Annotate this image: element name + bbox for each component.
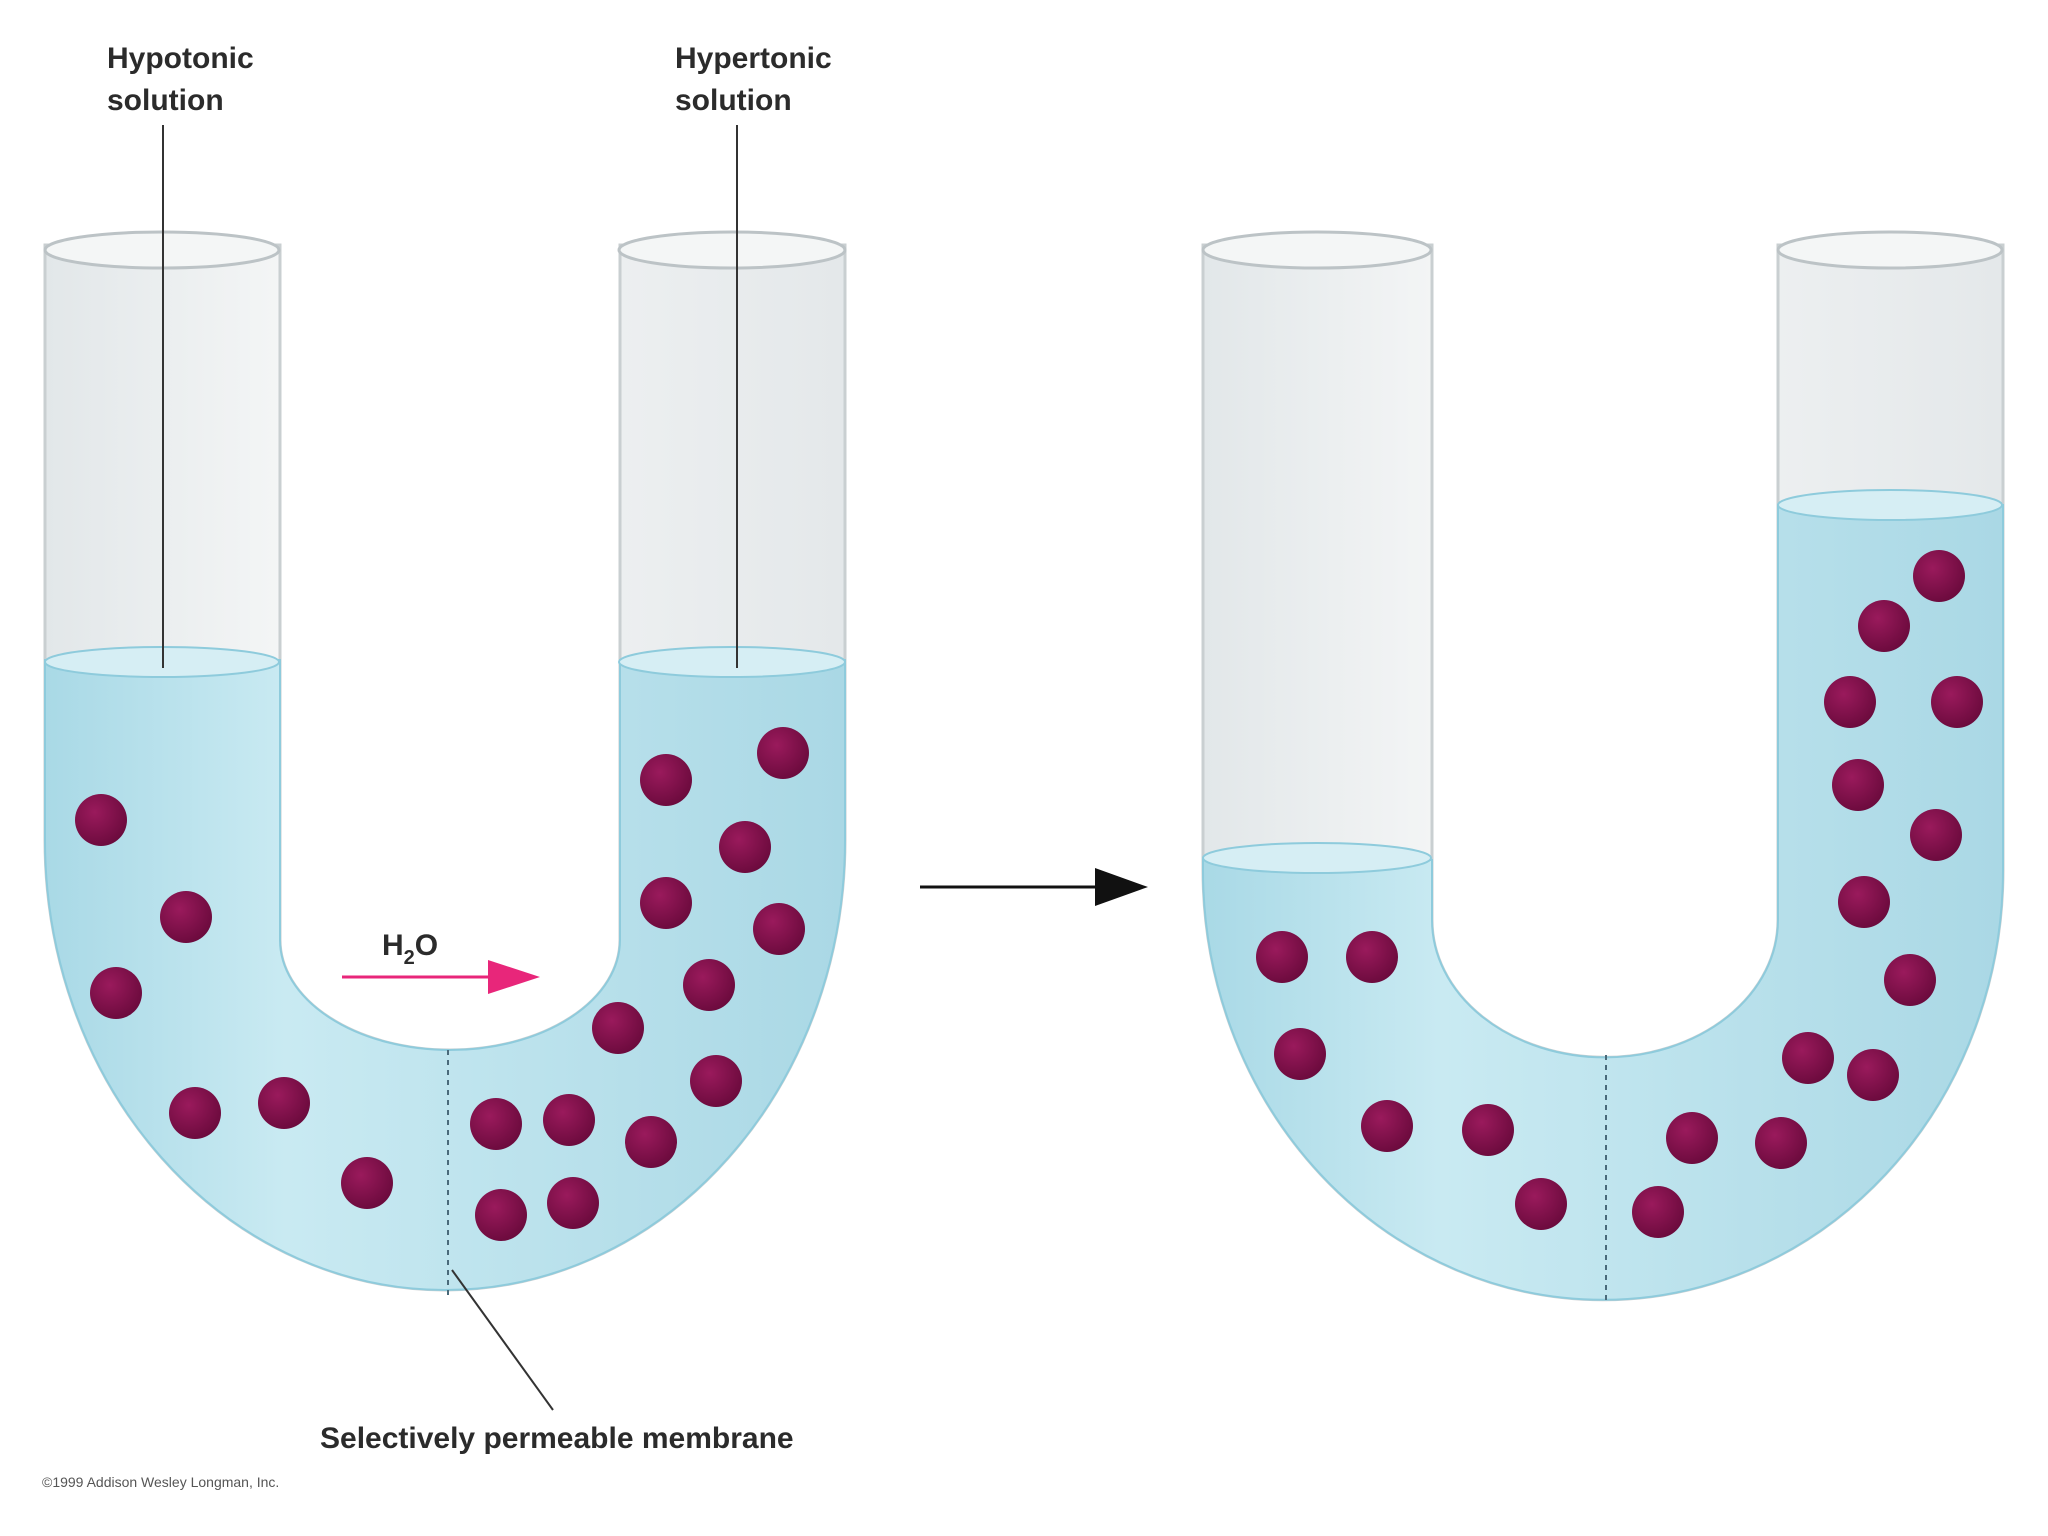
before-solute-particle <box>75 794 127 846</box>
meniscus-left-after <box>1202 842 1432 874</box>
before-solute-particle <box>470 1098 522 1150</box>
before-solute-particle <box>757 727 809 779</box>
water-flow: H2O <box>342 929 540 994</box>
after-solute-particle <box>1256 931 1308 983</box>
after-solute-particle <box>1274 1028 1326 1080</box>
after-solute-particle <box>1824 676 1876 728</box>
u-tube-before <box>43 230 847 1300</box>
after-solute-particle <box>1782 1032 1834 1084</box>
hypotonic-text-1: Hypotonic <box>107 42 254 75</box>
copyright-text: ©1999 Addison Wesley Longman, Inc. <box>42 1474 279 1490</box>
after-solute-particle <box>1666 1112 1718 1164</box>
label-membrane: Selectively permeable membrane <box>320 1269 794 1455</box>
water-label: H2O <box>382 929 438 969</box>
rim-right-after <box>1776 230 2004 270</box>
after-solute-particle <box>1910 809 1962 861</box>
solution-after <box>1202 504 2004 1301</box>
hypertonic-text-2: solution <box>675 84 792 117</box>
meniscus-right-after <box>1777 489 2003 521</box>
membrane-text: Selectively permeable membrane <box>320 1422 794 1455</box>
after-solute-particle <box>1858 600 1910 652</box>
hypertonic-text-1: Hypertonic <box>675 42 832 75</box>
before-solute-particle <box>543 1094 595 1146</box>
before-solute-particle <box>719 821 771 873</box>
membrane-leader <box>451 1269 554 1411</box>
before-solute-particle <box>690 1055 742 1107</box>
process-arrow-head <box>1095 868 1148 906</box>
before-solute-particle <box>640 877 692 929</box>
after-solute-particle <box>1931 676 1983 728</box>
before-solute-particle <box>640 754 692 806</box>
before-solute-particle <box>341 1157 393 1209</box>
before-solute-particle <box>592 1002 644 1054</box>
pink-arrow-head <box>488 960 540 994</box>
solutes-before <box>75 727 809 1241</box>
rim-right-before <box>617 230 847 270</box>
meniscus-right-before <box>618 646 846 678</box>
after-solute-particle <box>1913 550 1965 602</box>
after-solute-particle <box>1515 1178 1567 1230</box>
after-solute-particle <box>1632 1186 1684 1238</box>
label-hypertonic: Hypertonic solution <box>675 42 832 668</box>
hypotonic-text-2: solution <box>107 84 224 117</box>
after-solute-particle <box>1847 1049 1899 1101</box>
after-solute-particle <box>1838 876 1890 928</box>
before-solute-particle <box>258 1077 310 1129</box>
before-solute-particle <box>683 959 735 1011</box>
rim-left-after <box>1201 230 1433 270</box>
before-solute-particle <box>753 903 805 955</box>
before-solute-particle <box>169 1087 221 1139</box>
after-solute-particle <box>1884 954 1936 1006</box>
after-solute-particle <box>1832 759 1884 811</box>
after-solute-particle <box>1346 931 1398 983</box>
solutes-after <box>1256 550 1983 1238</box>
before-solute-particle <box>625 1116 677 1168</box>
before-solute-particle <box>547 1177 599 1229</box>
before-solute-particle <box>90 967 142 1019</box>
label-hypotonic: Hypotonic solution <box>107 42 254 668</box>
before-solute-particle <box>160 891 212 943</box>
after-solute-particle <box>1361 1100 1413 1152</box>
after-solute-particle <box>1462 1104 1514 1156</box>
after-solute-particle <box>1755 1117 1807 1169</box>
u-tube-after <box>1201 230 2005 1302</box>
before-solute-particle <box>475 1189 527 1241</box>
